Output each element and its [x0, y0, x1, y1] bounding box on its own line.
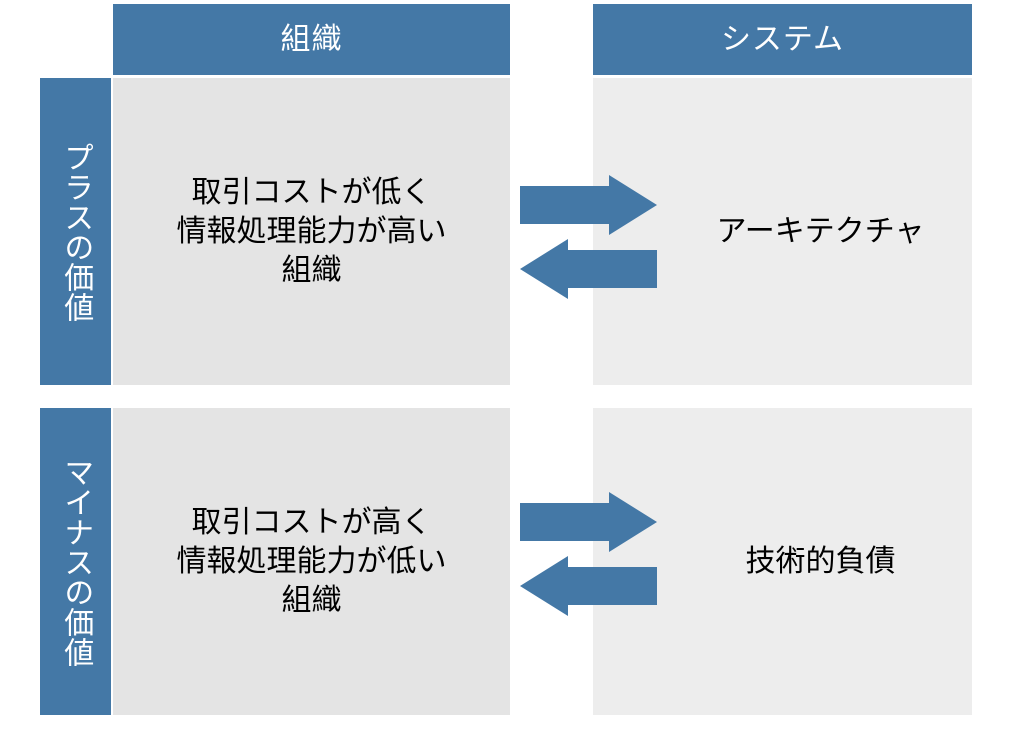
cell-organization-minus-text: 取引コストが高く 情報処理能力が低い 組織	[176, 506, 447, 617]
cell-system-minus-text: 技術的負債	[745, 545, 896, 578]
cell-organization-plus: 取引コストが低く 情報処理能力が高い 組織	[113, 78, 510, 385]
cell-organization-plus-text: 取引コストが低く 情報処理能力が高い 組織	[176, 176, 447, 287]
cell-system-plus: アーキテクチャ	[593, 78, 972, 385]
row-header-minus-value-label: マイナスの価値	[59, 456, 93, 667]
cell-organization-minus: 取引コストが高く 情報処理能力が低い 組織	[113, 408, 510, 715]
row-header-plus-value-label: プラスの価値	[59, 141, 93, 322]
cell-system-plus-text: アーキテクチャ	[716, 215, 925, 248]
row-header-plus-value: プラスの価値	[40, 78, 111, 385]
column-header-organization: 組織	[113, 4, 510, 75]
column-header-system-label: システム	[720, 22, 845, 56]
column-header-organization-label: 組織	[280, 22, 343, 56]
row-header-minus-value: マイナスの価値	[40, 408, 111, 715]
cell-system-minus: 技術的負債	[593, 408, 972, 715]
column-header-system: システム	[593, 4, 972, 75]
